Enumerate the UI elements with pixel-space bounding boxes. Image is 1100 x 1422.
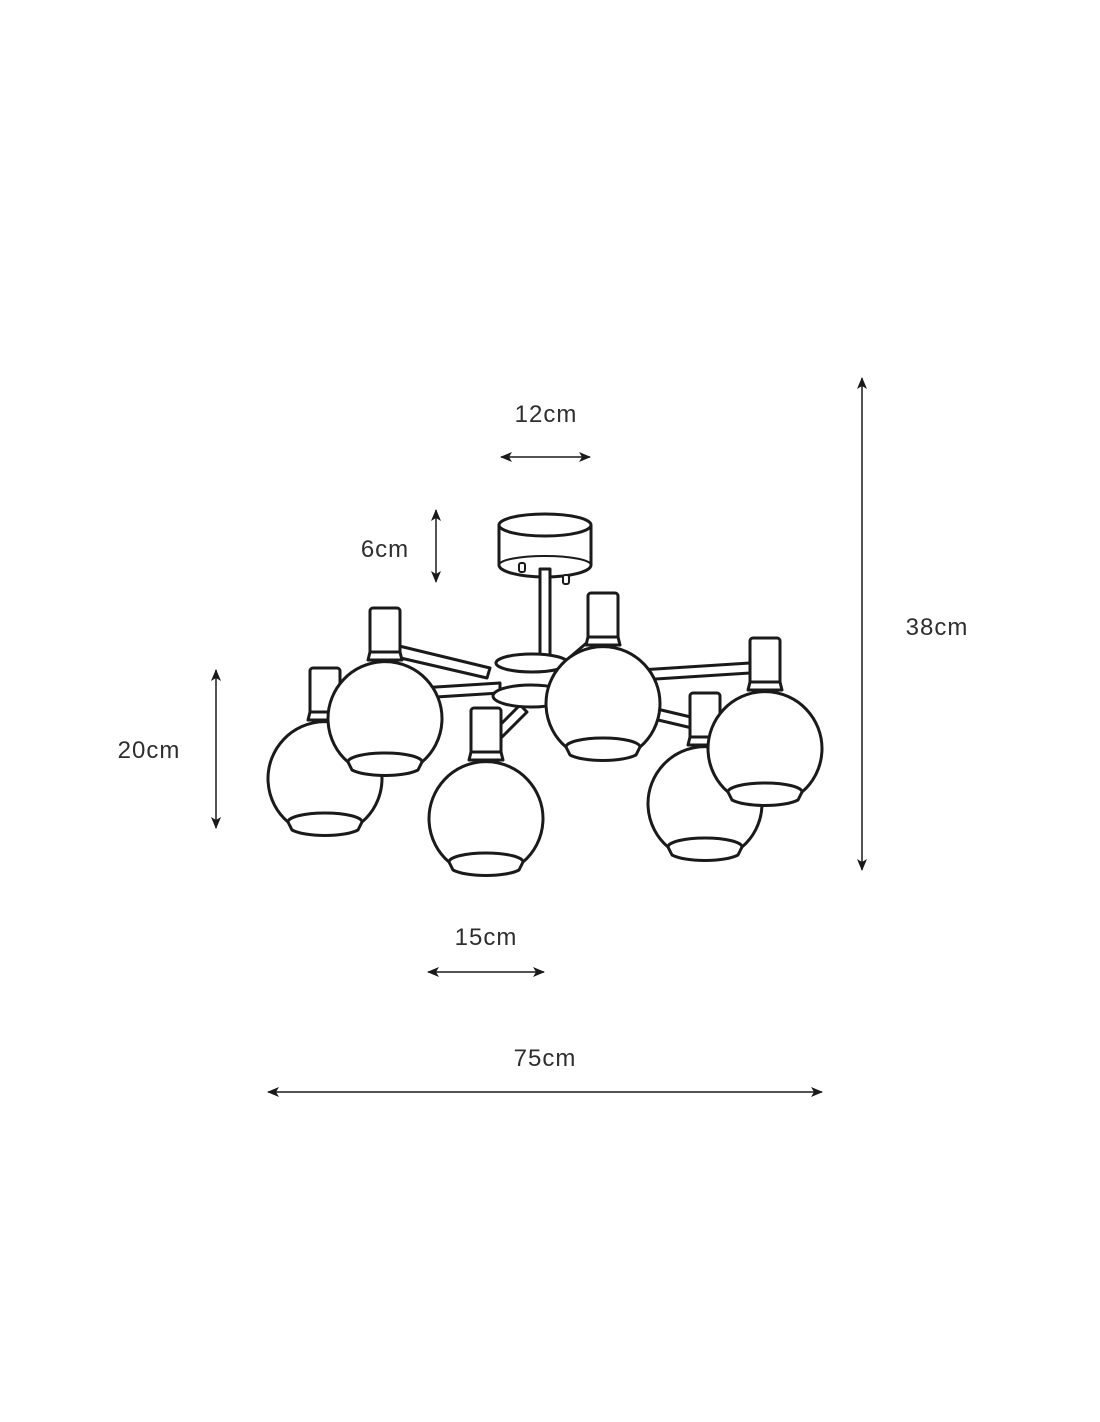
shade-height-label: 20cm xyxy=(118,737,181,764)
lamp-shade xyxy=(706,636,824,807)
canopy-width-label: 12cm xyxy=(515,401,578,428)
canopy xyxy=(497,512,593,666)
lamp-drawing xyxy=(266,512,824,877)
shade-width-label: 15cm xyxy=(455,924,518,951)
canopy-height-label: 6cm xyxy=(361,536,409,563)
lamp-shade xyxy=(326,606,444,777)
total-width-label: 75cm xyxy=(514,1045,577,1072)
total-height-label: 38cm xyxy=(906,614,969,641)
lamp-shade xyxy=(544,591,662,762)
lamp-shade xyxy=(427,706,545,877)
